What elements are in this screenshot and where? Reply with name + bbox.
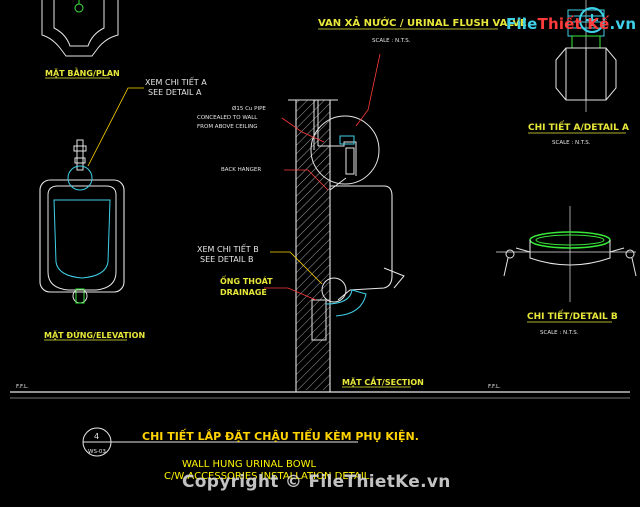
title-en-2: C/W ACCESSORIES INSTALLATION DETAIL xyxy=(164,471,370,482)
title-number: 4 xyxy=(94,432,99,441)
logo-text: FileThiết Kế.vn xyxy=(506,15,636,33)
detail-a-label: CHI TIẾT A/DETAIL A xyxy=(528,120,629,133)
section-label: MẶT CẮT/SECTION xyxy=(342,375,424,387)
plan-view xyxy=(41,0,119,57)
ffl-right: F.F.L. xyxy=(488,384,501,390)
logo-watermark xyxy=(498,6,610,38)
back-hanger-note: BACK HANGER xyxy=(221,167,261,173)
title-en-1: WALL HUNG URINAL BOWL xyxy=(182,459,316,470)
section-view xyxy=(10,53,630,399)
detail-a-scale: SCALE : N.T.S. xyxy=(552,140,591,146)
detail-b-label: CHI TIẾT/DETAIL B xyxy=(527,309,618,322)
valve-title: VAN XẢ NƯỚC / URINAL FLUSH VALVE xyxy=(318,15,527,29)
drainage-vn: ỐNG THOÁT xyxy=(220,274,273,286)
drainage-en: DRAINAGE xyxy=(220,288,267,297)
elevation-view xyxy=(39,87,144,304)
logo-icon xyxy=(579,7,605,33)
logo-text-a: File xyxy=(506,15,538,33)
title-vn: CHI TIẾT LẮP ĐẶT CHẬU TIỂU KÈM PHỤ KIỆN. xyxy=(142,428,419,443)
title-block xyxy=(82,427,358,457)
logo-text-b: Thiết Kế xyxy=(537,15,610,33)
see-detail-b-vn: XEM CHI TIẾT B xyxy=(197,243,259,254)
valve-scale: SCALE : N.T.S. xyxy=(372,38,411,44)
see-detail-a-vn: XEM CHI TIẾT A xyxy=(145,76,207,87)
title-sheet: WS-03 xyxy=(88,449,106,455)
detail-b-scale: SCALE : N.T.S. xyxy=(540,330,579,336)
ffl-left: F.F.L. xyxy=(16,384,29,390)
plan-label: MẶT BẰNG/PLAN xyxy=(45,66,120,78)
pipe-note-2: CONCEALED TO WALL xyxy=(197,115,258,121)
detail-a-drawing xyxy=(555,0,617,112)
detail-b-drawing xyxy=(496,206,637,302)
copyright-watermark: Copyright © FileThietKe.vn xyxy=(182,472,451,492)
see-detail-a-en: SEE DETAIL A xyxy=(148,88,202,97)
pipe-note-3: FROM ABOVE CEILING xyxy=(197,124,257,130)
see-detail-b-en: SEE DETAIL B xyxy=(200,255,254,264)
logo-text-c: .vn xyxy=(609,15,637,33)
elevation-label: MẶT ĐỨNG/ELEVATION xyxy=(44,329,145,340)
pipe-note-1: Ø15 Cu PIPE xyxy=(232,105,266,112)
